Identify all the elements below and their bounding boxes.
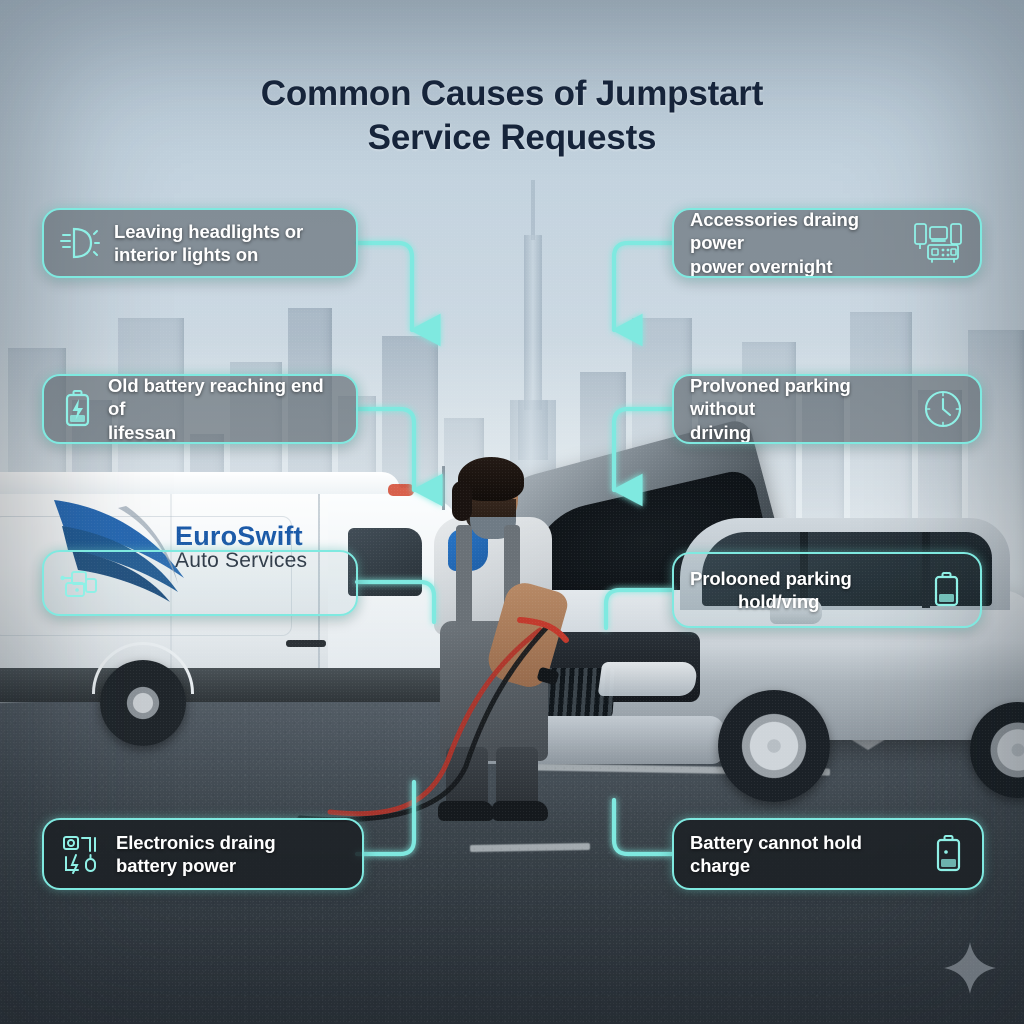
devices-stack-icon — [912, 222, 964, 264]
silver-sedan — [470, 417, 1024, 840]
wing-logo-icon — [54, 500, 184, 602]
battery-bolt-icon — [60, 389, 94, 429]
sparkle-icon — [944, 942, 996, 994]
label-chip-battery-charge[interactable]: Battery cannot hold charge — [672, 818, 984, 890]
technician — [400, 455, 580, 821]
van-brand-text: EuroSwift Auto Services — [175, 522, 307, 572]
headlight-icon — [60, 226, 100, 260]
battery-low-icon — [930, 832, 966, 876]
electronics-drain-icon — [60, 833, 102, 875]
van-brand-name: EuroSwift — [175, 521, 303, 551]
clock-icon — [922, 388, 964, 430]
title-line-1: Common Causes of Jumpstart — [260, 74, 764, 113]
title-line-2: Service Requests — [367, 118, 657, 158]
connector-plug-icon — [60, 566, 104, 600]
label-chip-battery-charge-text: Battery cannot hold charge — [690, 831, 862, 876]
battery-half-icon — [928, 569, 964, 611]
page-title: Common Causes of Jumpstart Service Reque… — [0, 72, 1024, 161]
van-brand-tagline: Auto Services — [175, 549, 308, 573]
